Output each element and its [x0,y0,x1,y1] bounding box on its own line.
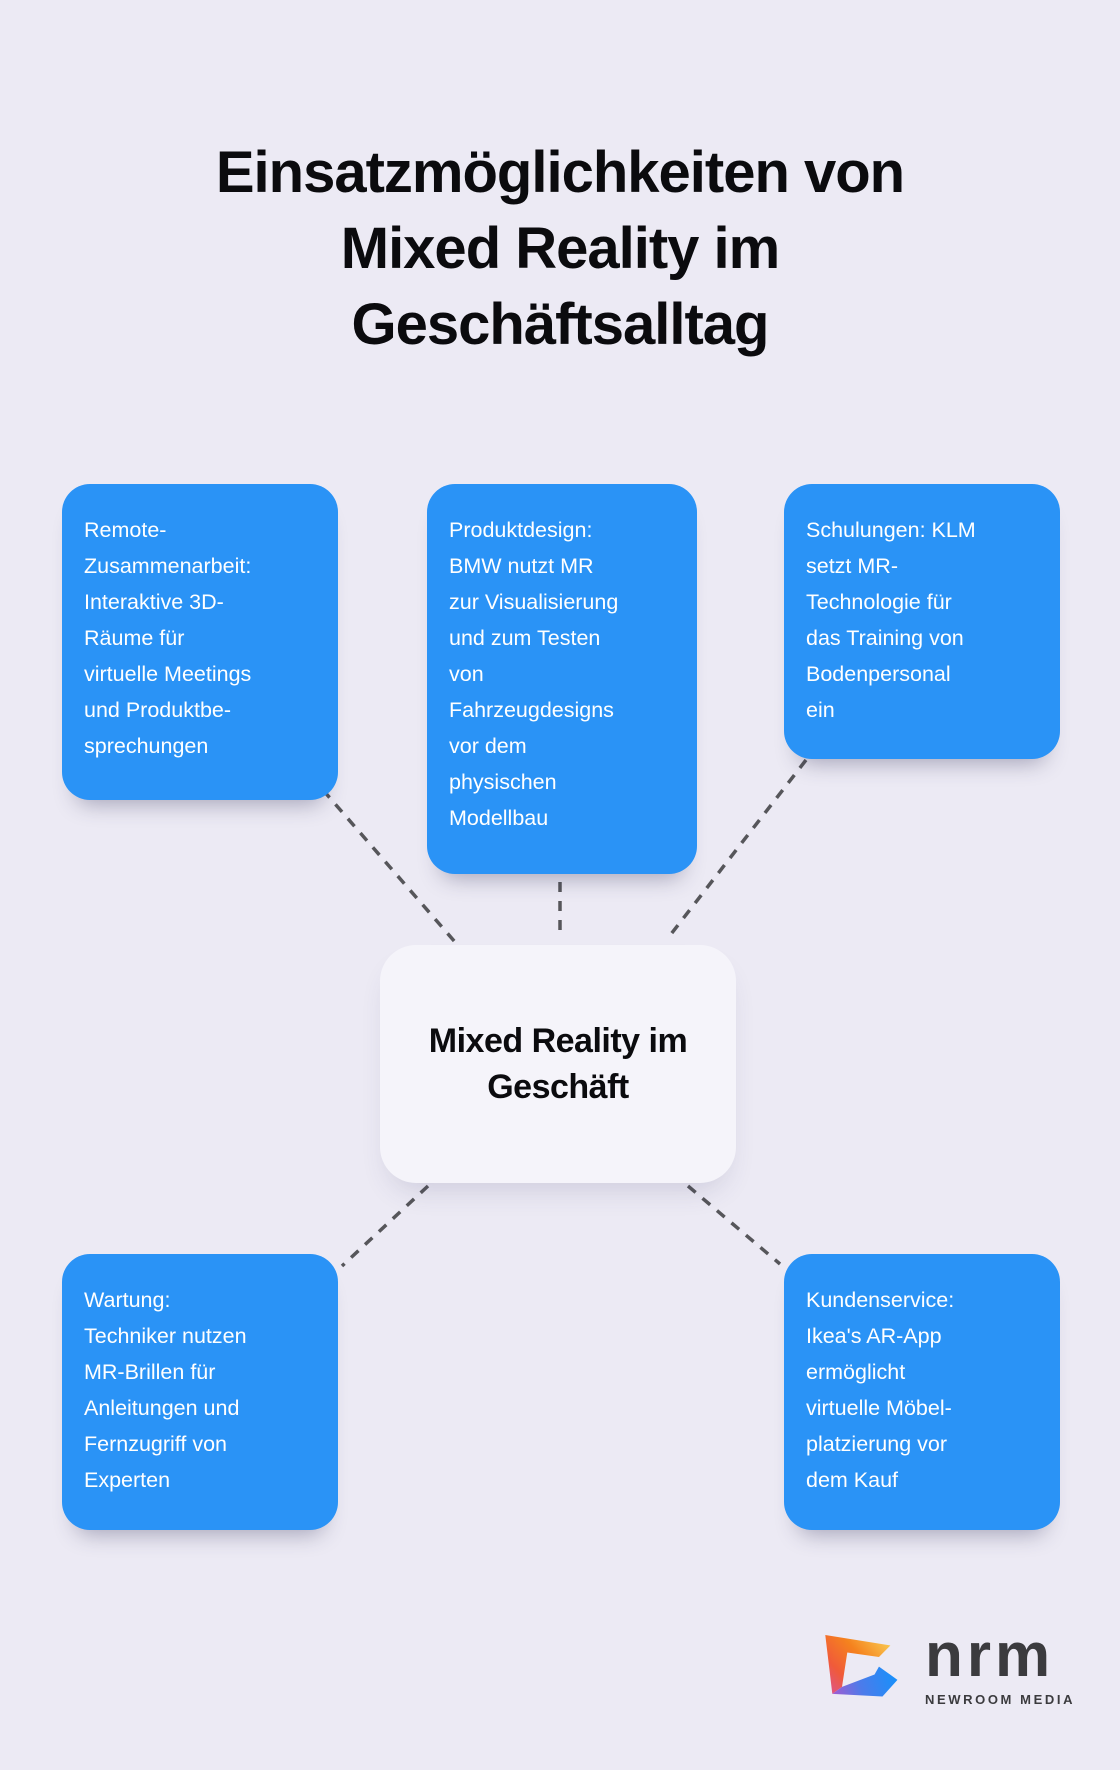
node-card-produktdesign: Produktdesign: BMW nutzt MR zur Visualis… [427,484,697,874]
node-card-text: Wartung: Techniker nutzen MR-Brillen für… [84,1288,247,1492]
nrm-logo-icon [825,1634,898,1697]
newroom-media-logo: nrm NEWROOM MEDIA [820,1621,1076,1708]
node-card-text: Schulungen: KLM setzt MR- Technologie fü… [806,518,976,722]
node-card-remote-zusammenarbeit: Remote- Zusammenarbeit: Interaktive 3D- … [62,484,338,800]
center-node-label: Mixed Reality im Geschäft [428,1022,688,1106]
logo-company-name: NEWROOM MEDIA [925,1692,1076,1707]
node-card-kundenservice: Kundenservice: Ikea's AR-App ermöglicht … [784,1254,1060,1530]
connector-center-to-kundenservice [686,1184,782,1266]
logo-wordmark: nrm [925,1621,1055,1690]
node-card-schulungen: Schulungen: KLM setzt MR- Technologie fü… [784,484,1060,759]
node-card-text: Produktdesign: BMW nutzt MR zur Visualis… [449,518,619,830]
node-card-text: Remote- Zusammenarbeit: Interaktive 3D- … [84,518,252,758]
logo-text-column: nrm NEWROOM MEDIA [925,1621,1076,1708]
center-node: Mixed Reality im Geschäft [380,945,736,1183]
node-card-text: Kundenservice: Ikea's AR-App ermöglicht … [806,1288,955,1492]
node-card-wartung: Wartung: Techniker nutzen MR-Brillen für… [62,1254,338,1530]
page-title: Einsatzmöglichkeiten von Mixed Reality i… [215,139,905,357]
connector-center-to-wartung [340,1184,430,1268]
